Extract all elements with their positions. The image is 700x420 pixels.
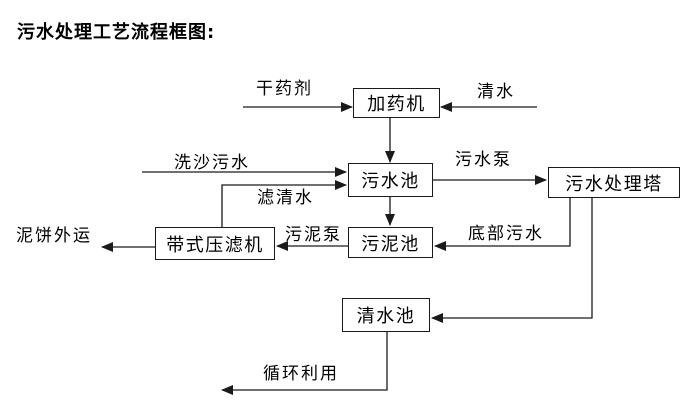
node-clean-water-pool-label: 清水池 [356, 306, 416, 327]
edge-label-bottom-sewage: 底部污水 [468, 224, 544, 244]
edge-filtered-water-arrow [221, 180, 347, 227]
node-sludge-pool-label: 污泥池 [361, 233, 420, 255]
edge-label-filtered-water: 滤清水 [257, 188, 314, 208]
edge-label-dry-agent: 干药剂 [256, 79, 313, 99]
edge-tower-to-clean-arrow [431, 198, 593, 323]
edge-recycle-arrow [221, 332, 388, 395]
edge-label-recycle-use: 循环利用 [263, 364, 339, 384]
node-sewage-pool: 污水池 [348, 163, 433, 197]
edge-label-mud-cake-out: 泥饼外运 [16, 226, 92, 246]
node-sewage-pool-label: 污水池 [361, 171, 420, 192]
node-dosing-machine-label: 加药机 [367, 94, 426, 115]
node-sludge-pool: 污泥池 [348, 227, 433, 258]
node-treatment-tower-label: 污水处理塔 [565, 173, 663, 195]
node-dosing-machine: 加药机 [353, 88, 440, 118]
edge-label-sewage-pump: 污水泵 [455, 150, 512, 170]
edge-bottom-sewage-arrow [434, 198, 571, 251]
page-title: 污水处理工艺流程框图: [17, 22, 216, 43]
node-belt-filter-press-label: 带式压滤机 [166, 234, 264, 256]
edge-label-sludge-pump: 污泥泵 [285, 225, 342, 245]
node-treatment-tower: 污水处理塔 [548, 167, 680, 198]
edge-label-clean-water: 清水 [477, 82, 515, 102]
node-belt-filter-press: 带式压滤机 [155, 227, 275, 260]
edge-label-sand-washing: 洗沙污水 [174, 153, 250, 173]
node-clean-water-pool: 清水池 [342, 298, 430, 332]
